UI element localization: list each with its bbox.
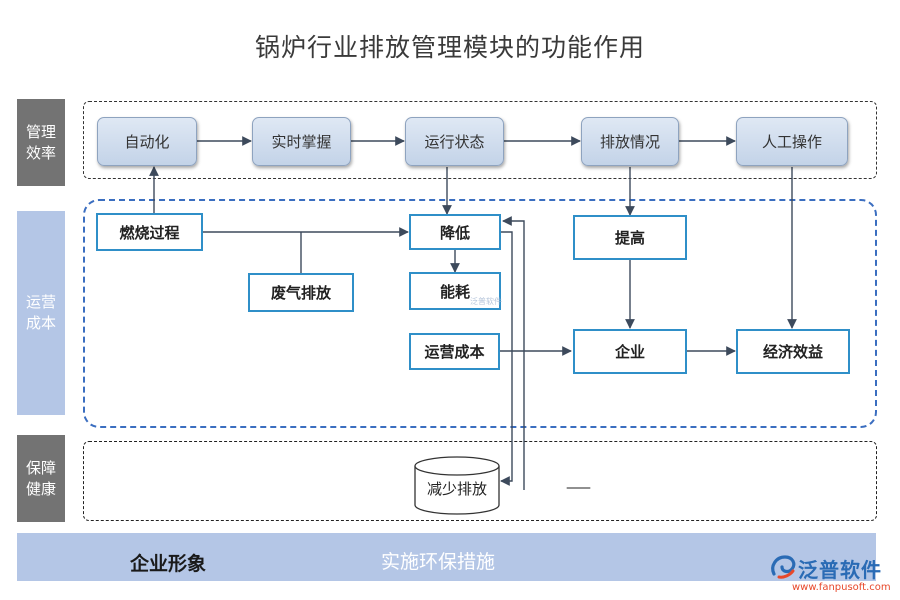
bottom-center-label: 实施环保措施 xyxy=(381,551,496,573)
arrow-reduce-to-cylinder xyxy=(500,231,513,486)
arrow-loop-to-reduce xyxy=(502,216,525,490)
flow-node-emission: 排放情况 xyxy=(581,117,679,166)
cylinder-label: 减少排放 xyxy=(426,480,487,498)
brand-name: 泛普软件 xyxy=(798,558,882,582)
health-region xyxy=(83,441,877,521)
node-raise: 提高 xyxy=(573,215,687,260)
cylinder-shape xyxy=(414,456,500,515)
row-label-health: 保障健康 xyxy=(17,435,65,522)
diagram-title: 锅炉行业排放管理模块的功能作用 xyxy=(254,33,645,62)
flow-node-status-label: 运行状态 xyxy=(424,133,485,151)
brand-mark-icon xyxy=(771,555,796,579)
node-energy: 能耗 xyxy=(409,272,501,310)
flow-node-realtime: 实时掌握 xyxy=(252,117,351,166)
node-enterprise: 企业 xyxy=(573,329,687,374)
flow-node-automation: 自动化 xyxy=(97,117,197,166)
flow-node-automation-label: 自动化 xyxy=(124,133,170,151)
efficiency-region xyxy=(83,101,877,179)
node-op-cost: 运营成本 xyxy=(409,333,500,370)
node-reduce: 降低 xyxy=(409,214,501,250)
bottom-bar xyxy=(17,533,876,581)
cost-region xyxy=(83,199,877,428)
flow-node-emission-label: 排放情况 xyxy=(599,133,660,151)
flow-node-status: 运行状态 xyxy=(405,117,504,166)
node-exhaust: 废气排放 xyxy=(248,273,354,312)
dash-mark: —— xyxy=(566,480,591,496)
flow-node-manual: 人工操作 xyxy=(736,117,848,166)
bottom-left-label: 企业形象 xyxy=(130,553,207,575)
brand-url: www.fanpusoft.com xyxy=(792,582,891,593)
row-label-efficiency-text: 管理效率 xyxy=(25,122,56,162)
row-label-efficiency: 管理效率 xyxy=(17,99,65,186)
node-benefit: 经济效益 xyxy=(736,329,850,374)
flow-node-realtime-label: 实时掌握 xyxy=(271,133,332,151)
watermark-logo: 泛普软件 xyxy=(470,297,502,306)
node-combustion: 燃烧过程 xyxy=(96,213,203,251)
brand-logo: 泛普软件 www.fanpusoft.com xyxy=(768,554,896,598)
row-label-health-text: 保障健康 xyxy=(25,458,56,498)
row-label-cost: 运营成本 xyxy=(17,211,65,415)
row-label-cost-text: 运营成本 xyxy=(25,293,56,332)
flow-node-manual-label: 人工操作 xyxy=(761,133,822,151)
